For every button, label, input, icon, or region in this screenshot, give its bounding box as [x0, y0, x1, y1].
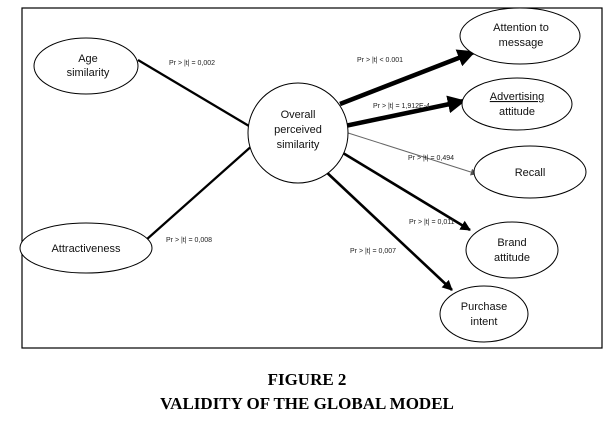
node-overall-line3: similarity: [277, 139, 320, 151]
node-attention-to-message: Attention to message: [459, 7, 581, 65]
node-age-similarity: Age similarity: [33, 37, 139, 95]
node-brand-line2: attitude: [494, 252, 530, 264]
edge-label-age: Pr > |t| = 0,002: [169, 60, 215, 67]
node-brand-line1: Brand: [497, 237, 526, 249]
node-advertising-attitude: Advertising attitude: [461, 77, 573, 131]
figure-number: FIGURE 2: [267, 370, 347, 389]
node-recall: Recall: [473, 145, 587, 199]
node-brand-attitude: Brand attitude: [465, 221, 559, 279]
edge-attractiveness-to-overall: [145, 143, 255, 241]
node-advertising-line2: attitude: [499, 106, 535, 118]
node-overall-perceived-similarity: Overall perceived similarity: [247, 82, 349, 184]
node-attractiveness-line1: Attractiveness: [51, 243, 121, 255]
figure-title: VALIDITY OF THE GLOBAL MODEL: [160, 394, 454, 413]
edge-age-to-overall: [137, 59, 250, 127]
edge-overall-to-attention: [339, 49, 476, 107]
node-age-line1: Age: [78, 53, 98, 65]
node-purchase-line1: Purchase: [461, 301, 507, 313]
edge-label-purchase: Pr > |t| = 0,007: [350, 248, 396, 255]
node-overall-line1: Overall: [281, 109, 316, 121]
edge-label-advertising: Pr > |t| = 1,912E-4: [373, 103, 430, 110]
node-recall-line1: Recall: [515, 167, 546, 179]
node-attractiveness: Attractiveness: [19, 222, 153, 274]
edge-overall-to-brand: [337, 148, 471, 232]
node-attention-line2: message: [499, 37, 544, 49]
node-advertising-line1: Advertising: [490, 91, 544, 103]
edge-label-recall: Pr > |t| = 0,494: [408, 155, 454, 162]
node-overall-line2: perceived: [274, 124, 322, 136]
edge-label-brand: Pr > |t| = 0,011: [409, 219, 455, 226]
edge-overall-to-recall: [344, 131, 478, 176]
node-age-line2: similarity: [67, 67, 110, 79]
node-attention-line1: Attention to: [493, 22, 549, 34]
figure-frame: [21, 7, 603, 349]
node-purchase-intent: Purchase intent: [439, 285, 529, 343]
edge-overall-to-purchase: [321, 167, 453, 291]
node-purchase-line2: intent: [471, 316, 498, 328]
edge-overall-to-advertising: [344, 95, 466, 129]
path-diagram: Pr > |t| = 0,002 Pr > |t| = 0,008 Pr > |…: [19, 7, 603, 349]
edge-label-attention: Pr > |t| < 0.001: [357, 57, 403, 64]
edge-label-attractiveness: Pr > |t| = 0,008: [166, 237, 212, 244]
